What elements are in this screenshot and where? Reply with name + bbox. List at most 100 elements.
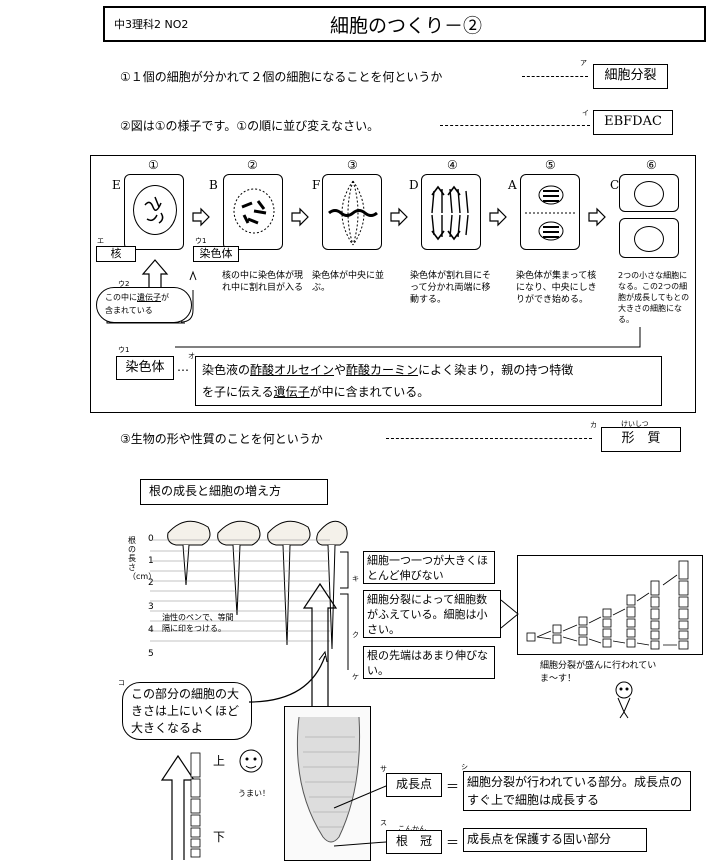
nucleus-shape [133, 185, 177, 235]
busy-note: 細胞分裂が盛んに行われていま～す！ [540, 661, 657, 684]
ku-tag: ク [352, 631, 359, 639]
def-term: 染色体 [116, 356, 174, 380]
root-growth-drawing [150, 520, 348, 650]
axis-label: 根の長さ（cm） [128, 536, 157, 581]
q2-leader [440, 125, 590, 126]
gene-note-d: 含まれている [105, 306, 153, 315]
header-box [103, 6, 706, 42]
q3-leader [386, 438, 592, 439]
ko-tag: コ [118, 679, 125, 687]
def-o-tag: オ [188, 352, 195, 360]
def-stain-orcein: 酢酸オルセイン [250, 363, 335, 377]
su-ruby: こんかん [398, 825, 426, 833]
stage-num-1: ① [148, 158, 159, 172]
q1-answer: 細胞分裂 [593, 64, 668, 89]
def-gene: 遺伝子 [273, 385, 310, 399]
cell-stage-c-top [619, 174, 679, 212]
tick-3: 3 [148, 602, 154, 612]
q3-answer: 形 質 [601, 427, 681, 452]
q1-leader [522, 76, 588, 77]
ku-box: 細胞分裂によって細胞数がふえている。細胞は小さい。 [363, 590, 501, 638]
sa-pointer [333, 785, 387, 809]
root-zone-brackets [340, 551, 349, 670]
metaphase-drawing [328, 180, 378, 246]
sa-tag: サ [380, 765, 387, 773]
def-text-1c: や [334, 363, 347, 377]
desc-stage-2: 核の中に染色体が現れ中に割れ目が入る [222, 271, 304, 293]
root-tip-arrow [302, 582, 338, 718]
stage-letter-a: A [508, 178, 517, 192]
stage-letter-e: E [112, 178, 121, 192]
root-title: 根の成長と細胞の増え方 [140, 479, 328, 505]
desc-stage-4: 染色体が割れ目にそって分かれ両端に移動する。 [410, 271, 491, 305]
ku-connector [500, 599, 519, 629]
chromosome-drawing [233, 188, 275, 234]
gene-note-a: この中に [105, 293, 137, 302]
gene-note: この中に遺伝子が 含まれている [96, 287, 192, 323]
ke-box: 根の先端はあまり伸びない。 [363, 646, 495, 679]
ki-box: 細胞一つ一つが大きくほとんど伸びない [363, 551, 495, 584]
su-term: 根 冠 [386, 830, 442, 854]
cell-stage-f [322, 174, 382, 250]
u2-tag: ウ2 [118, 280, 130, 288]
q2-tag: イ [582, 109, 589, 117]
header-left: 中3理科2 NO2 [114, 18, 189, 31]
q1-tag: ア [580, 59, 587, 67]
umai-label: うまい！ [238, 789, 270, 798]
cell-stage-a [520, 174, 580, 250]
root-tip-micrograph [284, 706, 371, 861]
mascot-icon [612, 680, 636, 720]
cell-stage-c-bottom [619, 218, 679, 258]
def-text-1e: によく染まり，親の持つ特徴 [418, 363, 574, 377]
telophase-drawing [525, 185, 577, 241]
tick-5: 5 [148, 649, 154, 659]
def-text-2c: が中に含まれている。 [309, 385, 430, 399]
division-steps-drawing [526, 560, 689, 650]
stage-num-5: ⑤ [545, 158, 556, 172]
q3-tag: カ [590, 421, 597, 429]
gene-note-gene: 遺伝子 [137, 293, 161, 302]
up-label: 上 [213, 754, 226, 768]
nucleus-label: 核 [96, 246, 136, 262]
q3-text: ③生物の形や性質のことを何というか [120, 432, 323, 446]
su-box: 成長点を保護する固い部分 [463, 828, 647, 852]
ke-tag: ケ [352, 673, 359, 681]
stage-arrows [106, 207, 641, 348]
su-eq: ＝ [446, 836, 460, 851]
ko-arrow [248, 650, 328, 703]
e-tag: エ [97, 237, 104, 245]
tick-2: 2 [148, 578, 154, 588]
gene-note-c: が [161, 293, 169, 302]
q2-answer: EBFDAC [593, 110, 673, 135]
cell-size-arrow [160, 754, 196, 860]
stage-num-6: ⑥ [646, 158, 657, 172]
def-text-2a: を子に伝える [202, 385, 274, 399]
stage-num-3: ③ [347, 158, 358, 172]
desc-stage-5: 染色体が集まって核になり、中央にしきりができ始める。 [516, 271, 597, 305]
su-tag: ス [380, 819, 387, 827]
stage-letter-d: D [409, 178, 419, 192]
stage-num-2: ② [247, 158, 258, 172]
chromatin-drawing [144, 196, 164, 224]
shi-tag: シ [461, 763, 468, 771]
q2-text: ②図は①の様子です。①の順に並び変えなさい。 [120, 119, 380, 133]
anaphase-drawing [431, 185, 469, 241]
tick-4: 4 [148, 625, 154, 635]
cell-stage-b [223, 174, 283, 250]
cell-column [190, 752, 201, 864]
desc-stage-6: 2つの小さな細胞になる。この2つの細胞が成長してもとの大きさの細胞になる。 [618, 271, 690, 324]
sa-term: 成長点 [386, 773, 442, 797]
pen-note: 油性のペンで、等間隔に印をつける。 [162, 613, 234, 633]
def-dots: … [177, 360, 189, 374]
ko-bubble: この部分の細胞の大きさは上にいくほど大きくなるよ [122, 682, 252, 740]
daughter-nucleus [634, 181, 664, 207]
umai-mascot-icon [234, 746, 268, 780]
cell-stage-e [124, 174, 184, 250]
stage-letter-c: C [610, 178, 620, 192]
desc-stage-3: 染色体が中央に並ぶ。 [312, 271, 385, 293]
shi-box: 細胞分裂が行われている部分。成長点のすぐ上で細胞は成長する [463, 771, 691, 811]
def-stain-carmine: 酢酸カーミン [346, 363, 419, 377]
q3-ruby: けいしつ [621, 420, 649, 428]
chromosome-label: 染色体 [193, 246, 239, 262]
q1-text: ①１個の細胞が分かれて２個の細胞になることを何というか [120, 70, 443, 84]
